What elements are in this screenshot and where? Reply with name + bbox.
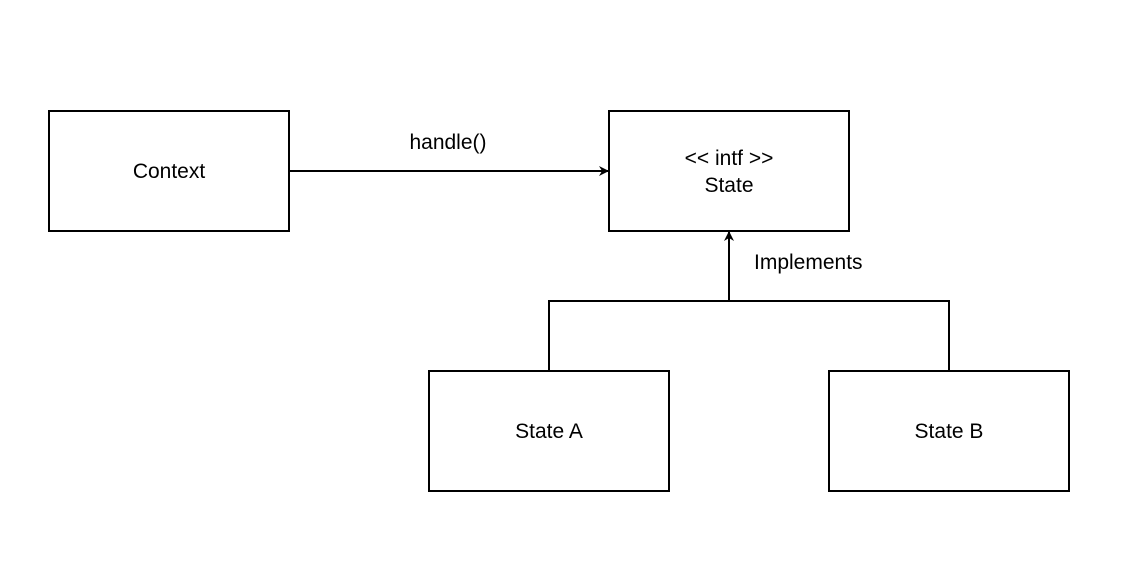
state-b-label: State B xyxy=(915,420,984,443)
state-a-label: State A xyxy=(515,420,583,443)
context-node: Context xyxy=(48,110,290,232)
implements-edge: Implements xyxy=(548,231,950,371)
state-interface-node: << intf >> State xyxy=(608,110,850,232)
state-b-node: State B xyxy=(828,370,1070,492)
state-a-node: State A xyxy=(428,370,670,492)
context-label: Context xyxy=(133,160,206,183)
implements-branch-line xyxy=(548,300,950,371)
handle-label: handle() xyxy=(409,131,486,154)
state-stereotype-label: << intf >> xyxy=(685,147,774,170)
handle-edge: handle() xyxy=(289,131,609,176)
state-interface-label: State xyxy=(704,174,753,197)
implements-label: Implements xyxy=(754,251,863,274)
